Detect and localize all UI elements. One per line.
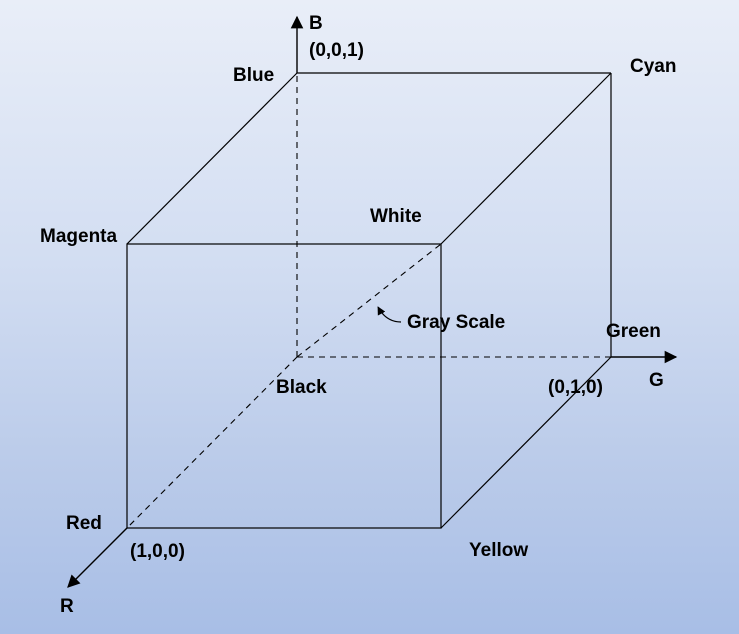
hidden-edge-black-red [126, 356, 298, 529]
vertex-label-black: Black [276, 377, 327, 398]
r-axis-label: R [60, 596, 74, 617]
vertex-label-blue: Blue [233, 65, 274, 86]
r-axis-arrow [67, 527, 128, 588]
coordinate-label-red: (1,0,0) [130, 541, 185, 562]
g-axis-label: G [649, 370, 664, 391]
coordinate-label-green: (0,1,0) [548, 377, 603, 398]
edge-cyan-white [440, 72, 612, 245]
gray-scale-pointer-arrow [377, 306, 402, 323]
vertex-label-yellow: Yellow [469, 540, 528, 561]
vertex-label-white: White [370, 206, 422, 227]
b-axis-label: B [309, 13, 323, 34]
vertex-label-green: Green [606, 321, 661, 342]
gray-scale-label: Gray Scale [407, 312, 505, 333]
edge-green-yellow [440, 356, 612, 529]
vertex-label-cyan: Cyan [630, 56, 676, 77]
gray-scale-diagonal [296, 243, 442, 358]
edge-blue-magenta [126, 72, 298, 245]
vertex-label-magenta: Magenta [40, 226, 118, 247]
coordinate-label-blue: (0,0,1) [309, 40, 364, 61]
front-face [126, 243, 442, 529]
vertex-label-red: Red [66, 513, 102, 534]
